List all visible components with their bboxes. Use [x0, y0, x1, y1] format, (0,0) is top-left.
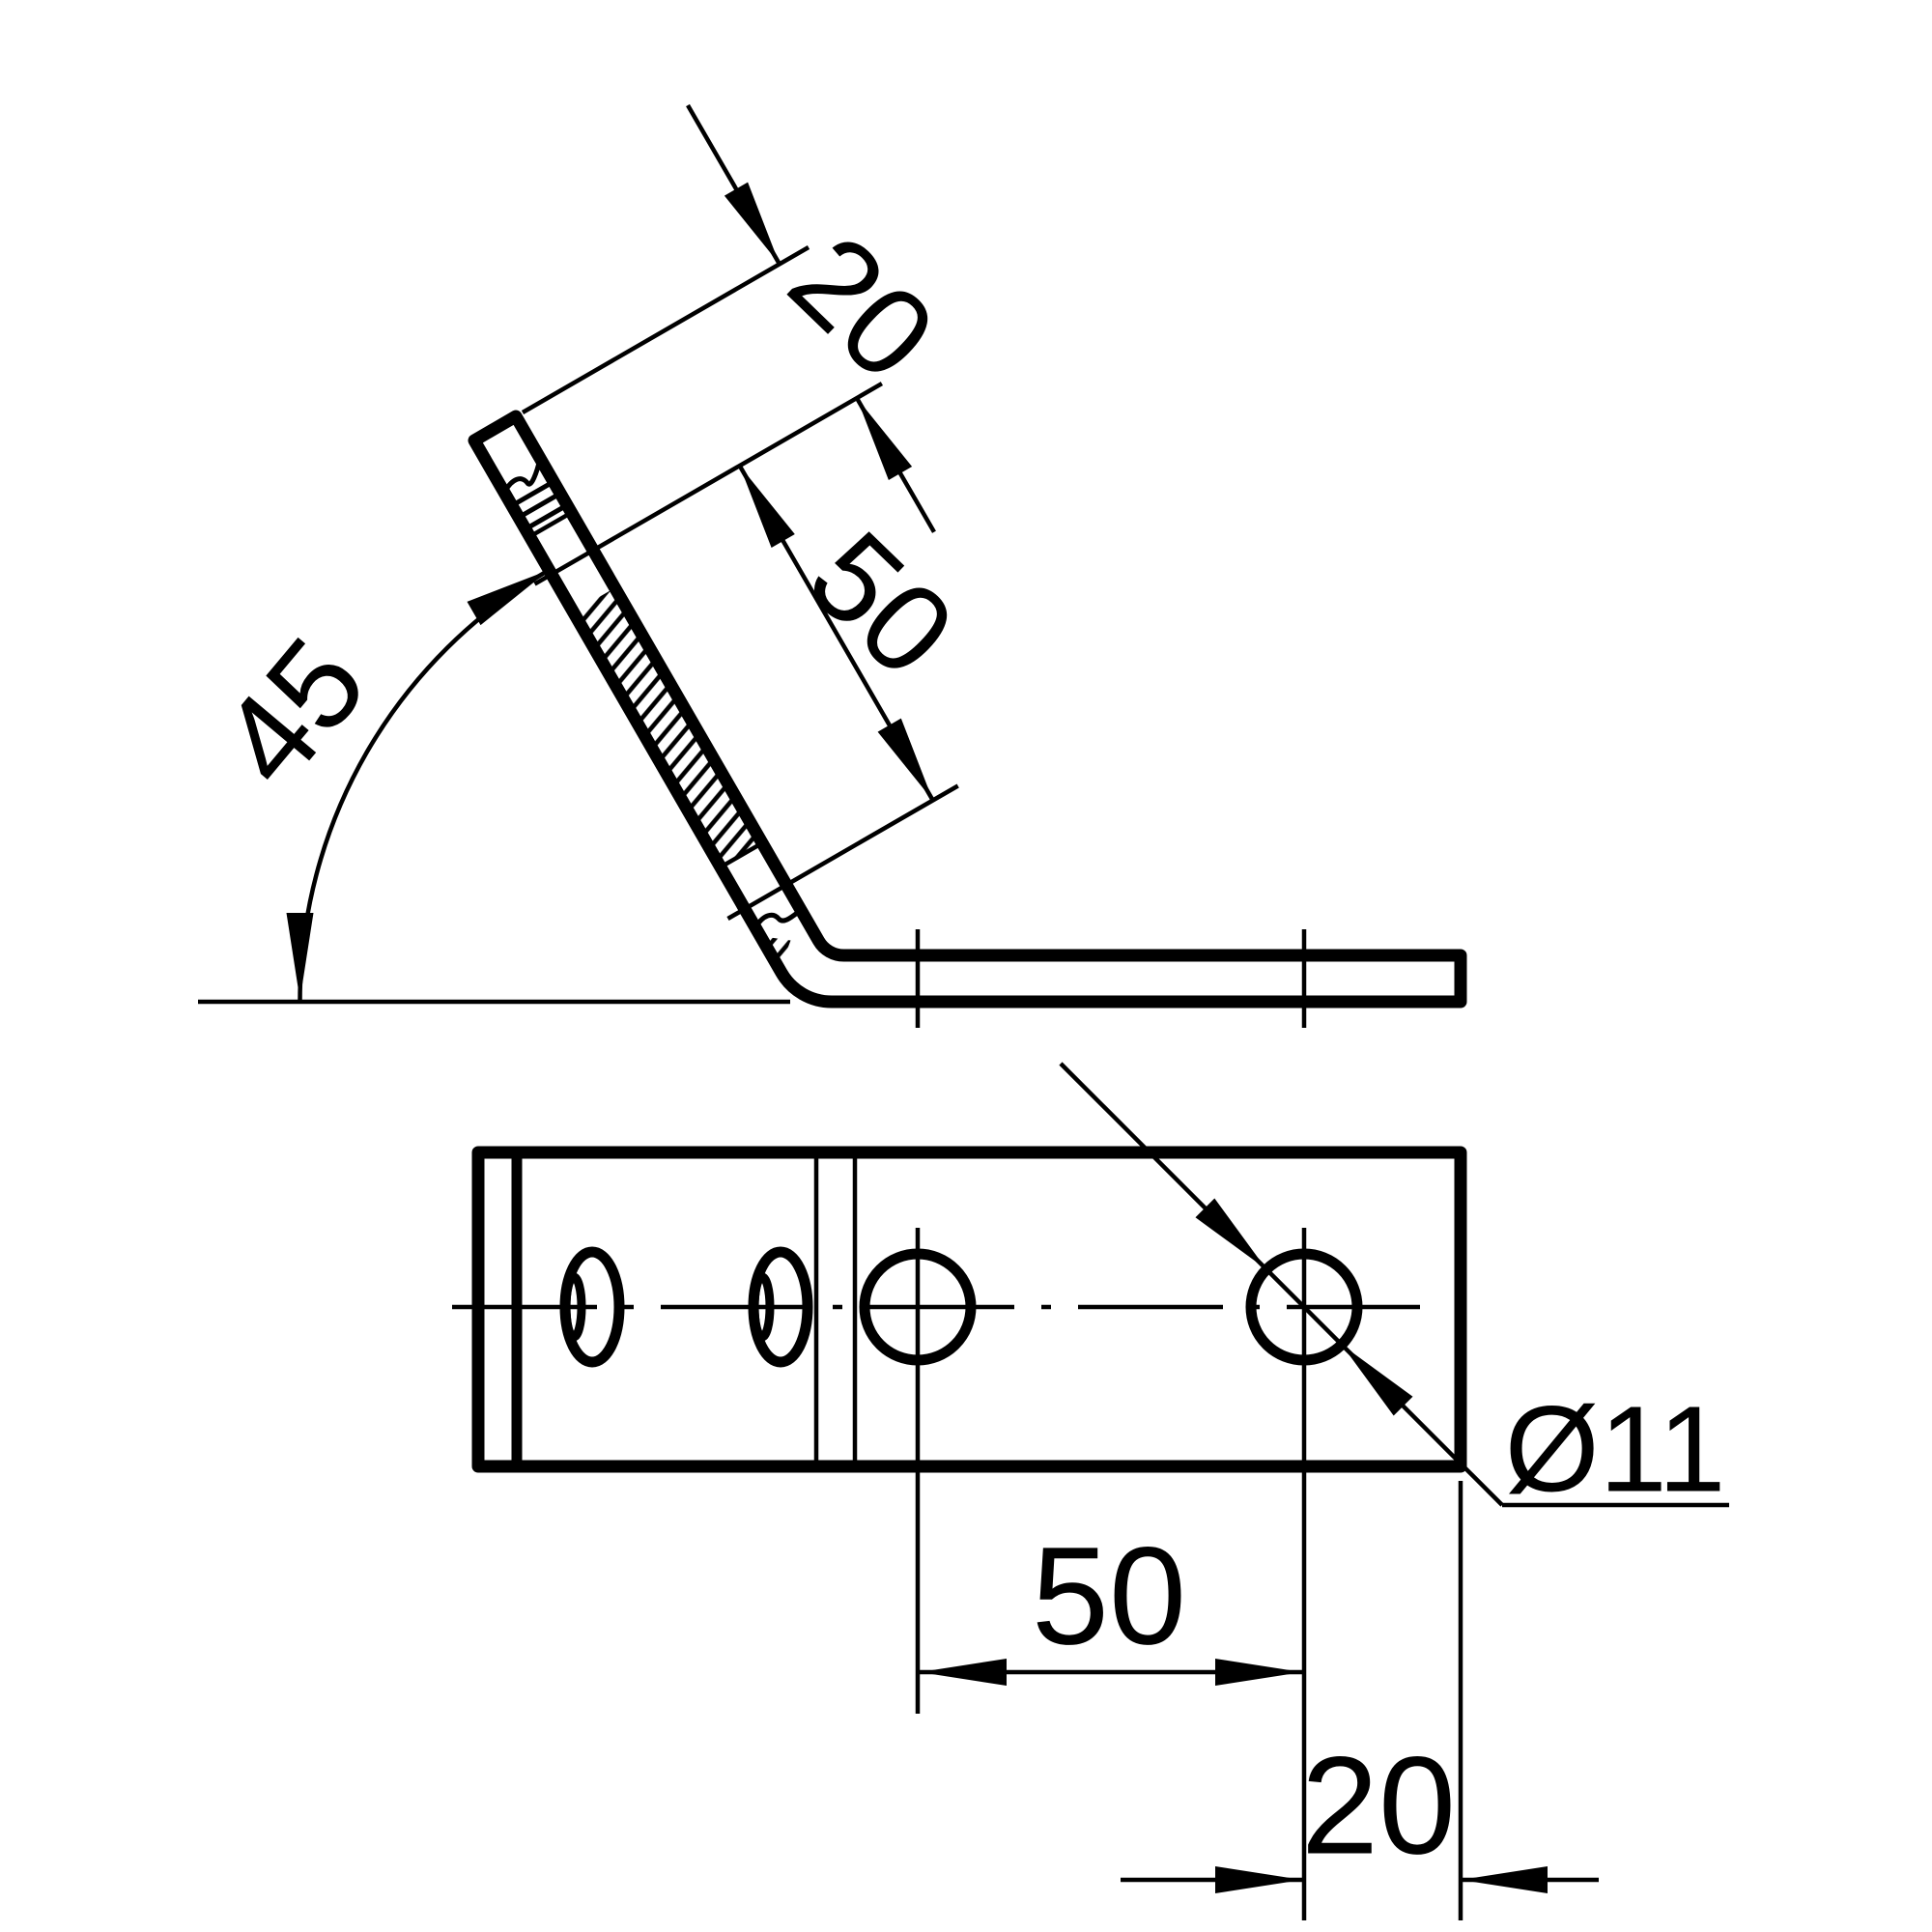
hatch-band-bend [760, 936, 791, 970]
base-end-offset-dim-label: 20 [1301, 1728, 1456, 1884]
dimension-arrow [1461, 1866, 1548, 1893]
break-line-tip [501, 455, 543, 496]
dimension-arrow [1215, 1866, 1302, 1893]
bracket-profile [468, 410, 1467, 1009]
extension-line-arm-hole2 [726, 783, 959, 921]
hatch-band-tip [510, 479, 569, 531]
break-line-bend [753, 907, 804, 930]
hole-boundary-tick [715, 838, 768, 872]
hole-boundary-tick [524, 508, 578, 542]
dimension-arrow [739, 466, 795, 548]
leader-line [1059, 1062, 1504, 1507]
angle-arrow-top [467, 570, 550, 626]
extension-line-tip [521, 245, 810, 414]
dimension-arrow [920, 1659, 1007, 1686]
angle-arc [298, 568, 551, 1003]
hatch-line [524, 502, 569, 531]
extension-line-arm-hole1 [533, 382, 884, 586]
hatch-line [510, 479, 555, 508]
base-hole-spacing-dim-label: 50 [1032, 1519, 1186, 1674]
dimension-arrow [857, 398, 913, 480]
angle-dim-label: 45 [193, 612, 393, 812]
base-end-offset-dimension: 20 [1121, 1728, 1599, 1893]
dimension-arrow [724, 182, 780, 265]
arm-hole-spacing-dimension: 50 [737, 464, 981, 802]
base-hole-spacing-dimension: 50 [920, 1519, 1302, 1686]
plan-view: 50 20 Ø11 [452, 1062, 1729, 1920]
leader-arrow-nw [1195, 1198, 1266, 1269]
hatch-line [517, 491, 562, 520]
side-view: 20 50 45 [193, 103, 1467, 1028]
arm-end-offset-dim-label: 20 [763, 208, 961, 406]
dimension-arrow [1215, 1659, 1302, 1686]
hatch-band-middle [573, 587, 763, 867]
angle-dimension: 45 [193, 568, 551, 1003]
hole-diameter-leader: Ø11 [1059, 1062, 1729, 1518]
angle-arrow-bottom [286, 913, 314, 1000]
hole-diameter-label: Ø11 [1505, 1381, 1726, 1518]
arm-end-offset-dimension: 20 [686, 103, 962, 533]
dimension-arrow [877, 718, 933, 801]
leader-arrow-se [1342, 1345, 1413, 1416]
arm-hole-spacing-dim-label: 50 [782, 504, 980, 702]
